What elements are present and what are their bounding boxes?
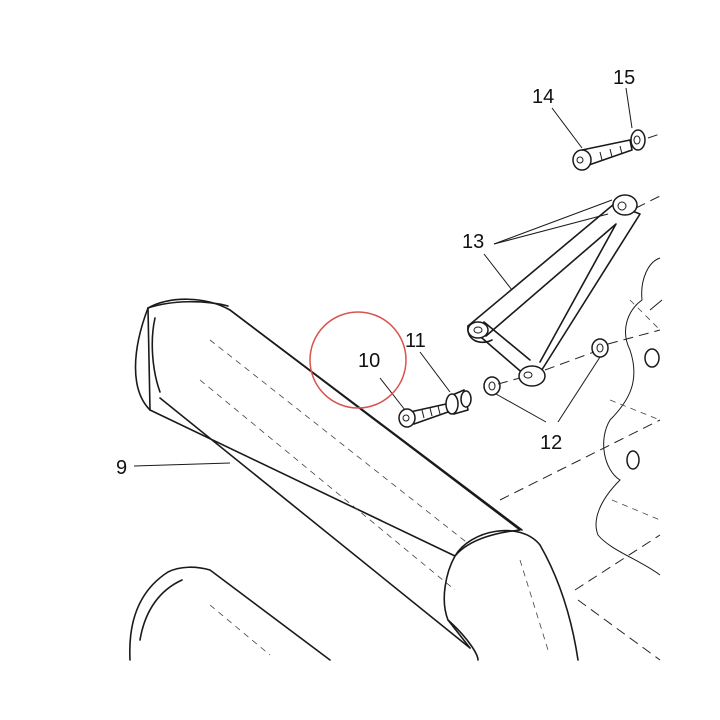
callout-9[interactable]: 9 xyxy=(116,457,127,479)
washer-part-15[interactable] xyxy=(630,129,646,151)
callout-13[interactable]: 13 xyxy=(462,231,484,253)
callout-15[interactable]: 15 xyxy=(613,67,635,89)
grommet-part-12-a[interactable] xyxy=(483,376,501,396)
leader-lines xyxy=(133,87,633,467)
silencer-part-9[interactable] xyxy=(134,298,579,661)
frame-section xyxy=(499,257,663,661)
callout-labels: 9 10 11 12 13 14 15 xyxy=(116,67,635,479)
stay-bracket-part-13[interactable] xyxy=(467,194,641,387)
callout-14[interactable]: 14 xyxy=(532,86,554,108)
bolt-part-10[interactable] xyxy=(398,403,449,428)
highlight-circle xyxy=(309,311,407,409)
callout-10[interactable]: 10 xyxy=(358,350,380,372)
assembly-centerlines xyxy=(497,133,661,385)
callout-12[interactable]: 12 xyxy=(540,432,562,454)
bolt-part-14[interactable] xyxy=(572,139,633,171)
callout-11[interactable]: 11 xyxy=(405,330,426,352)
collar-part-11[interactable] xyxy=(445,389,472,415)
lower-silencer xyxy=(129,566,331,661)
grommet-part-12-b[interactable] xyxy=(591,338,609,358)
